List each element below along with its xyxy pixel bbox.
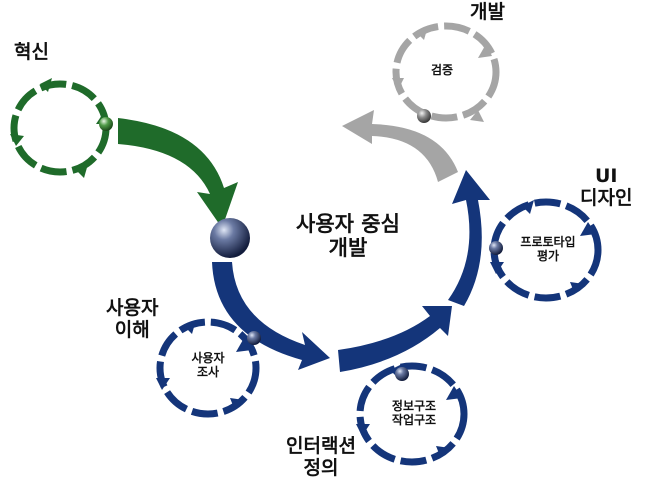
ui-design-cycle bbox=[490, 198, 602, 302]
user-understanding-cycle bbox=[156, 318, 260, 418]
interaction-orb bbox=[395, 367, 409, 381]
gray-main-arrow bbox=[342, 110, 458, 182]
user-understanding-label-line1: 사용자 bbox=[106, 297, 159, 319]
navy-arc-bottom bbox=[338, 306, 452, 372]
innovation-label: 혁신 bbox=[14, 41, 49, 63]
user-understanding-inner-label: 사용자 조사 bbox=[191, 351, 225, 380]
user-understanding-label: 사용자 이해 bbox=[106, 297, 159, 342]
user-understanding-inner-line2: 조사 bbox=[196, 364, 220, 379]
development-label: 개발 bbox=[470, 1, 505, 23]
center-label-line1: 사용자 중심 bbox=[296, 212, 400, 236]
user-understanding-inner-line1: 사용자 bbox=[191, 351, 225, 365]
interaction-inner-label: 정보구조 작업구조 bbox=[391, 399, 437, 428]
interaction-inner-line2: 작업구조 bbox=[391, 412, 437, 427]
navy-arc-right bbox=[448, 170, 490, 306]
ui-design-inner-line2: 평가 bbox=[536, 248, 560, 263]
ui-design-label: UI 디자인 bbox=[580, 165, 633, 210]
development-inner-label: 검증 bbox=[430, 63, 454, 77]
green-main-arrow bbox=[118, 118, 238, 228]
ui-design-label-line1: UI bbox=[594, 165, 618, 187]
development-cycle bbox=[392, 22, 500, 122]
ui-design-label-line2: 디자인 bbox=[580, 186, 633, 209]
interaction-inner-line1: 정보구조 bbox=[391, 399, 437, 413]
ui-design-cycle-arrowheads bbox=[490, 200, 596, 292]
center-label: 사용자 중심 개발 bbox=[296, 212, 400, 260]
ui-design-orb bbox=[489, 241, 503, 255]
development-cycle-arrowheads bbox=[392, 26, 492, 122]
user-understanding-cycle-arrowheads bbox=[156, 320, 252, 408]
interaction-cycle bbox=[356, 362, 468, 466]
user-understanding-orb bbox=[247, 331, 261, 345]
interaction-label: 인터랙션 정의 bbox=[286, 435, 356, 480]
ui-design-inner-line1: 프로토타입 bbox=[520, 235, 576, 249]
center-label-line2: 개발 bbox=[328, 236, 368, 261]
user-understanding-label-line2: 이해 bbox=[114, 318, 150, 341]
ui-design-inner-label: 프로토타입 평가 bbox=[520, 235, 576, 264]
navy-arc-left bbox=[212, 262, 330, 370]
innovation-orb bbox=[99, 117, 113, 131]
development-orb bbox=[417, 109, 431, 123]
innovation-cycle bbox=[10, 80, 110, 176]
interaction-label-line2: 정의 bbox=[303, 456, 339, 479]
center-orb bbox=[210, 218, 250, 258]
interaction-label-line1: 인터랙션 bbox=[286, 435, 356, 457]
innovation-cycle-arrowheads bbox=[10, 78, 110, 178]
